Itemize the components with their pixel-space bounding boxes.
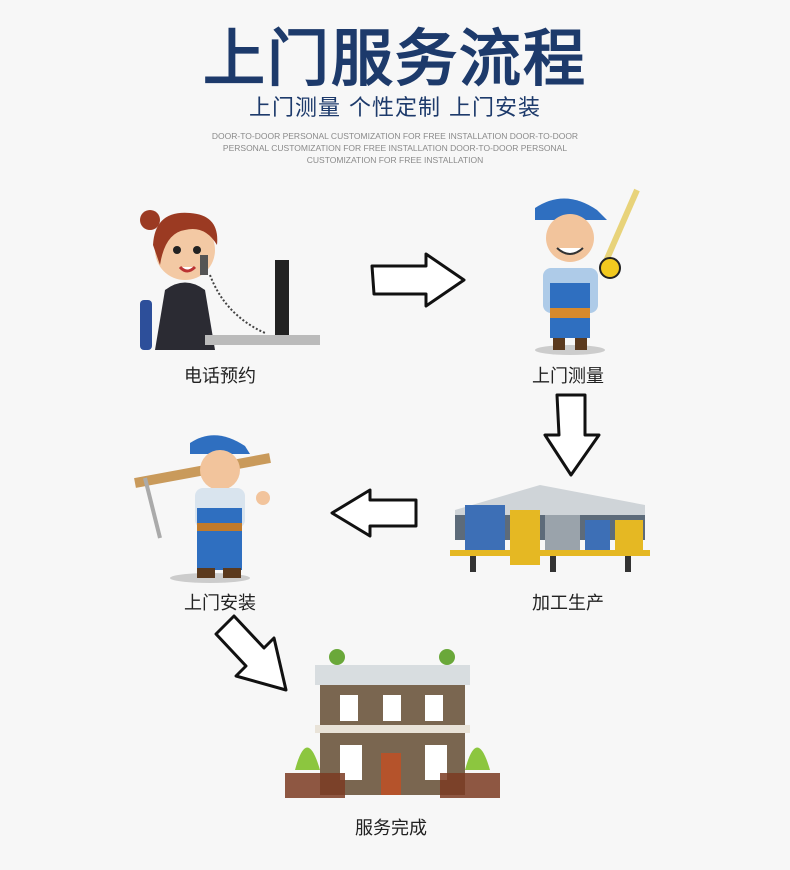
arrow-down-icon bbox=[543, 393, 601, 477]
step-label-service-complete: 服务完成 bbox=[355, 818, 427, 839]
page-title: 上门服务流程 bbox=[202, 22, 587, 95]
installer-worker-illustration bbox=[134, 435, 271, 583]
page-subtitle: 上门测量 个性定制 上门安装 bbox=[249, 96, 541, 121]
phone-operator-illustration bbox=[140, 210, 320, 350]
step-label-measurement: 上门测量 bbox=[532, 366, 604, 387]
arrow-left-icon bbox=[330, 488, 418, 538]
measuring-worker-illustration bbox=[535, 188, 640, 355]
house-illustration bbox=[285, 649, 500, 798]
step-label-production: 加工生产 bbox=[532, 593, 604, 614]
step-label-phone-booking: 电话预约 bbox=[184, 366, 256, 387]
arrow-down-right-icon bbox=[214, 614, 288, 692]
production-machine-illustration bbox=[450, 485, 650, 572]
arrow-right-icon bbox=[370, 252, 466, 308]
step-label-installation: 上门安装 bbox=[184, 593, 256, 614]
english-tagline: DOOR-TO-DOOR PERSONAL CUSTOMIZATION FOR … bbox=[211, 131, 579, 165]
